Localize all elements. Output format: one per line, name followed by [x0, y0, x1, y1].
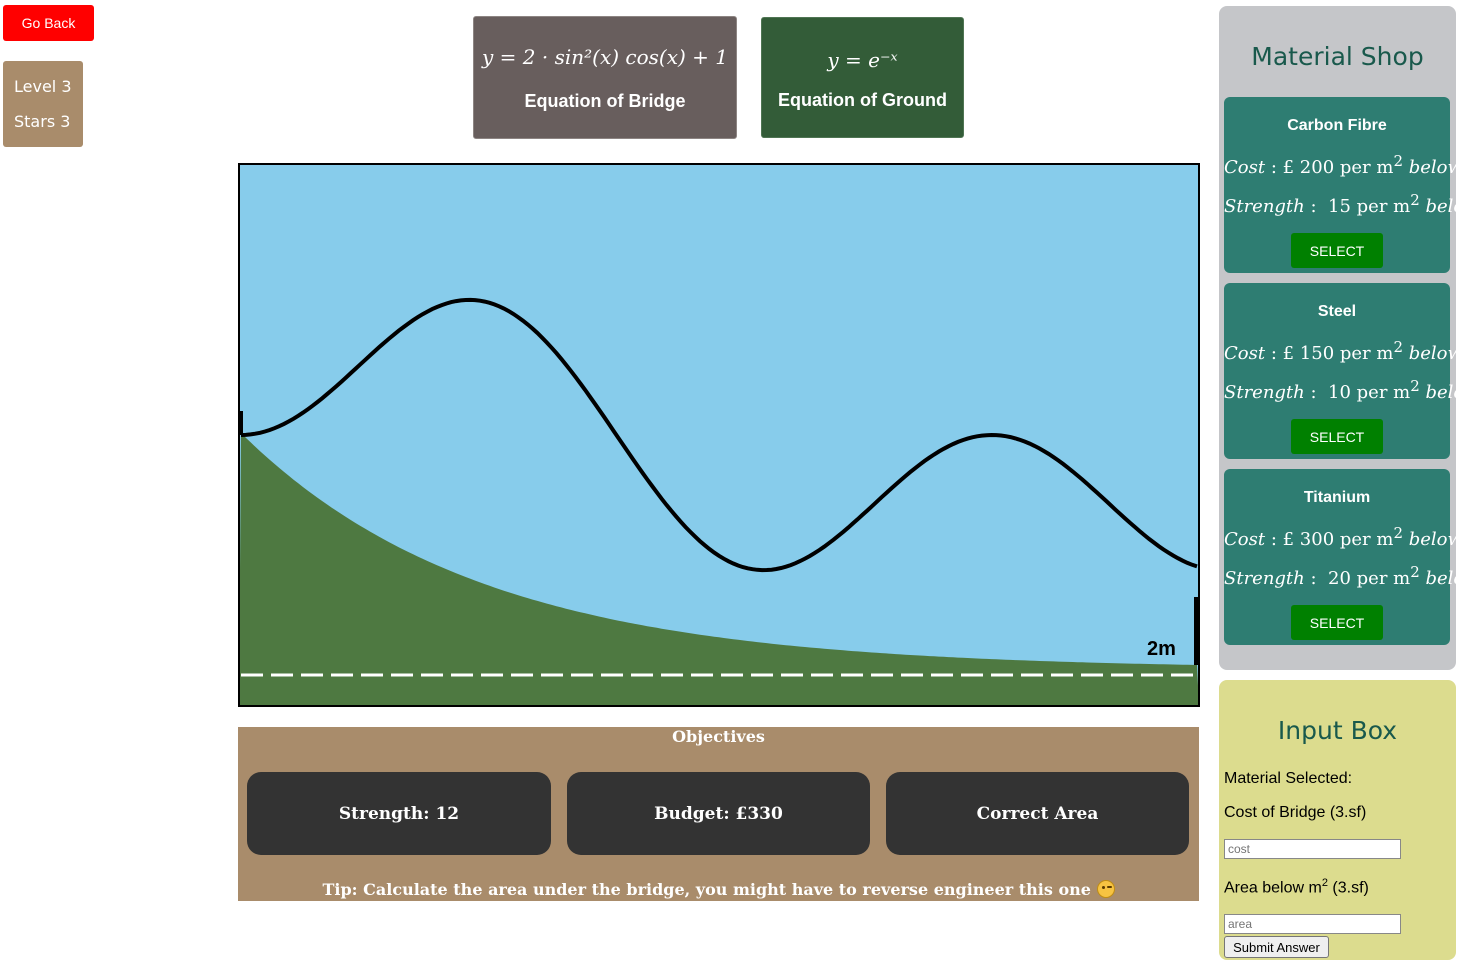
material-card-titanium: Titanium Cost : £ 300 per m2 below Stren…: [1224, 469, 1462, 645]
bridge-curve: [240, 297, 1198, 573]
canvas-border: [238, 163, 1200, 707]
submit-answer-button[interactable]: Submit Answer: [1224, 936, 1329, 958]
material-cost: Cost : £ 150 per m2 below: [1224, 338, 1462, 364]
select-steel-button[interactable]: SELECT: [1291, 419, 1383, 454]
cost-label: Cost of Bridge (3.sf): [1224, 804, 1367, 821]
material-strength: Strength : 10 per m2 below: [1224, 377, 1462, 403]
objectives-title: Objectives: [672, 727, 765, 746]
bridge-equation-card: y = 2 · sin²(x) cos(x) + 1 Equation of B…: [473, 16, 737, 139]
wink-emoji-icon: [1096, 880, 1115, 898]
material-name: Steel: [1317, 303, 1357, 320]
material-name: Carbon Fibre: [1287, 117, 1387, 134]
material-name: Titanium: [1303, 489, 1371, 506]
area-input[interactable]: [1224, 914, 1401, 934]
material-cost: Cost : £ 300 per m2 below: [1224, 524, 1462, 550]
area-label: Area below m2 (3.sf): [1224, 877, 1369, 897]
material-card-steel: Steel Cost : £ 150 per m2 below Strength…: [1224, 283, 1462, 459]
material-strength: Strength : 20 per m2 below: [1224, 563, 1462, 589]
shop-title: Material Shop: [1251, 42, 1424, 71]
right-post: [1194, 597, 1199, 665]
height-label: 2m: [1147, 638, 1176, 660]
material-selected-label: Material Selected:: [1224, 770, 1353, 787]
level-stars-panel: Level 3 Stars 3: [3, 61, 83, 147]
input-box: Input Box Material Selected: Cost of Bri…: [1219, 680, 1456, 960]
input-box-title: Input Box: [1277, 716, 1398, 745]
material-strength: Strength : 15 per m2 below: [1224, 191, 1462, 217]
go-back-button[interactable]: Go Back: [3, 5, 94, 41]
objectives-panel: Objectives Strength: 12 Budget: £330 Cor…: [238, 727, 1199, 901]
level-indicator: Level 3: [14, 77, 72, 96]
area-objective: Correct Area: [886, 772, 1189, 855]
bridge-scene: 2m: [238, 163, 1200, 707]
ground-area: [239, 433, 1199, 706]
material-card-carbon-fibre: Carbon Fibre Cost : £ 200 per m2 below S…: [1224, 97, 1462, 273]
bridge-canvas: 2m: [238, 163, 1200, 707]
objectives-tip: Tip: Calculate the area under the bridge…: [238, 880, 1199, 899]
stars-indicator: Stars 3: [14, 112, 71, 131]
budget-objective: Budget: £330: [567, 772, 870, 855]
ground-equation-card: y = e⁻ˣ Equation of Ground: [761, 17, 964, 138]
material-cost: Cost : £ 200 per m2 below: [1224, 152, 1462, 178]
ground-equation-formula: y = e⁻ˣ: [827, 48, 898, 72]
strength-objective: Strength: 12: [247, 772, 551, 855]
left-post: [239, 411, 243, 435]
tip-text: Tip: Calculate the area under the bridge…: [322, 880, 1091, 899]
material-shop: Material Shop Carbon Fibre Cost : £ 200 …: [1219, 6, 1462, 670]
ground-equation-label: Equation of Ground: [778, 90, 947, 110]
cost-input[interactable]: [1224, 839, 1401, 859]
select-titanium-button[interactable]: SELECT: [1291, 605, 1383, 640]
bridge-equation-label: Equation of Bridge: [524, 91, 686, 111]
bridge-equation-formula: y = 2 · sin²(x) cos(x) + 1: [482, 45, 728, 69]
select-carbon-fibre-button[interactable]: SELECT: [1291, 233, 1383, 268]
